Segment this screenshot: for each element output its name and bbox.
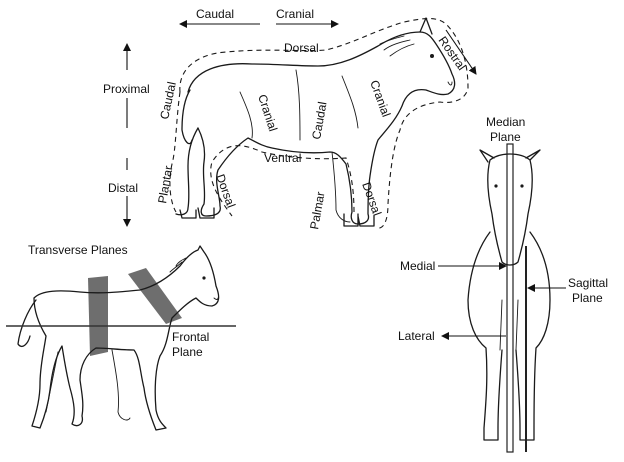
median-plane [506,143,514,453]
rostral-arrow [445,29,477,75]
dorsal-label-hind: Dorsal [213,172,238,209]
cranial-label-chest: Cranial [367,78,393,119]
sagittal-label-line2: Plane [572,291,603,305]
adult-horse-lateral-view [169,17,469,229]
dorsal-label-top: Dorsal [284,41,319,55]
palmar-label: Palmar [307,191,327,231]
plantar-label: Plantar [155,165,175,205]
medial-label: Medial [400,259,435,273]
frontal-label-line2: Plane [172,345,203,359]
caudal-label-top: Caudal [196,7,234,21]
caudal-label-rump: Caudal [157,81,179,121]
distal-label: Distal [108,181,138,195]
transverse-plane-neck [128,268,182,324]
proximal-label: Proximal [103,82,150,96]
cranial-label-flank: Cranial [255,93,280,133]
foal-lateral-view [17,245,220,431]
ventral-label: Ventral [264,151,301,165]
cranial-label-top: Cranial [276,7,314,21]
median-label-line2: Plane [490,130,521,144]
transverse-planes-label: Transverse Planes [28,243,128,257]
transverse-plane-hind [88,276,108,356]
median-label-line1: Median [486,115,525,129]
sagittal-label-line1: Sagittal [568,276,608,290]
frontal-label-line1: Frontal [172,330,209,344]
lateral-label: Lateral [398,329,435,343]
dorsal-label-fore: Dorsal [359,180,384,217]
horse-front-view [467,149,551,441]
caudal-label-shoulder: Caudal [309,101,329,141]
